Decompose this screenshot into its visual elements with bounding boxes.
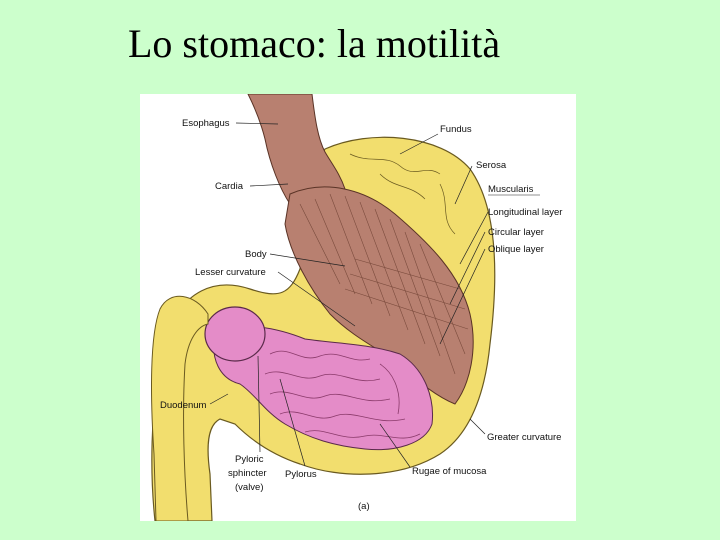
- oblique-layer-label: Oblique layer: [488, 244, 544, 255]
- mucosa-shape: [213, 325, 434, 451]
- greater-curvature-label: Greater curvature: [487, 432, 561, 443]
- muscularis-shape: [284, 186, 474, 405]
- muscularis-label: Muscularis: [488, 184, 534, 195]
- rugae-of-mucosa-label: Rugae of mucosa: [412, 466, 487, 477]
- stomach-diagram: Esophagus Cardia Body Lesser curvature D…: [151, 94, 562, 521]
- rugae-folds: [264, 350, 421, 439]
- pyloric-sphincter-label-line3: (valve): [235, 482, 264, 493]
- fundus-vessels: [349, 153, 456, 235]
- fundus-label: Fundus: [440, 124, 472, 135]
- panel-label: (a): [358, 501, 370, 512]
- esophagus-label: Esophagus: [182, 118, 230, 129]
- pyloric-sphincter-label-line1: Pyloric: [235, 454, 264, 465]
- duodenum-shape: [151, 295, 209, 521]
- slide-title: Lo stomaco: la motilità: [128, 21, 501, 66]
- pylorus-label: Pylorus: [285, 469, 317, 480]
- serosa-label: Serosa: [476, 160, 507, 171]
- stomach-anatomy-figure: Esophagus Cardia Body Lesser curvature D…: [140, 94, 576, 521]
- muscle-fibers: [299, 193, 469, 375]
- duodenum-label: Duodenum: [160, 400, 207, 411]
- circular-layer-label: Circular layer: [488, 227, 544, 238]
- cardia-label: Cardia: [215, 181, 244, 192]
- pyloric-sphincter-shape: [204, 306, 266, 362]
- leader-lines: [209, 122, 489, 468]
- lesser-curvature-label: Lesser curvature: [195, 267, 266, 278]
- longitudinal-layer-label: Longitudinal layer: [488, 207, 562, 218]
- pyloric-sphincter-label-line2: sphincter: [228, 468, 267, 479]
- body-label: Body: [245, 249, 267, 260]
